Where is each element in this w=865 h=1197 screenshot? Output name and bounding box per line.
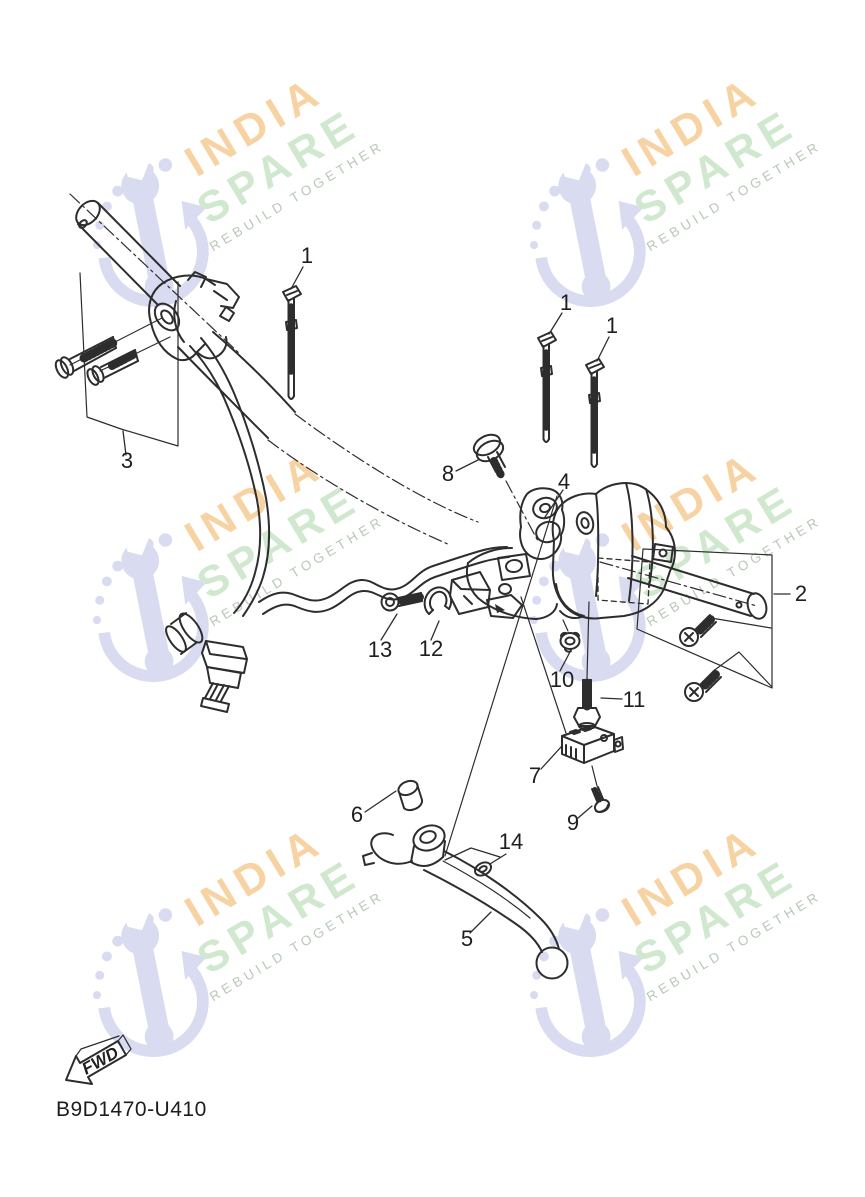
bracket-outline-3 — [79, 272, 179, 447]
callout-2: 2 — [795, 581, 807, 606]
fwd-label: FWD — [79, 1043, 122, 1078]
handlebar-phantom-lines — [267, 413, 479, 546]
washer-12 — [423, 586, 453, 615]
callout-7: 7 — [529, 763, 541, 788]
brake-lever-5 — [362, 824, 569, 980]
screw-9 — [591, 786, 611, 814]
callout-1: 1 — [301, 243, 313, 268]
handle-switch-7 — [561, 725, 624, 787]
bolt-11 — [573, 601, 601, 730]
callout-13: 13 — [368, 637, 392, 662]
housing-screw — [684, 668, 722, 702]
callout-14: 14 — [499, 829, 523, 854]
cable-tie — [585, 358, 605, 468]
cable-tie — [282, 285, 302, 400]
bolt-13 — [380, 592, 424, 612]
pivot-bolt-8 — [472, 433, 540, 544]
wire-connector — [165, 612, 248, 713]
bushing-6 — [397, 779, 424, 812]
assembly-lines — [444, 495, 567, 857]
clamp-screw — [86, 336, 171, 386]
callout-6: 6 — [351, 802, 363, 827]
clamp-screw — [54, 317, 163, 379]
callout-5: 5 — [461, 926, 473, 951]
handlebar-clamp — [148, 271, 296, 439]
callout-9: 9 — [567, 810, 579, 835]
wire-harness — [189, 337, 510, 617]
cable-tie — [537, 331, 557, 443]
callout-1: 1 — [560, 290, 572, 315]
housing-screw — [679, 613, 717, 647]
handlebar-grip-end — [599, 548, 773, 689]
callout-3: 3 — [121, 448, 133, 473]
o-ring-14 — [473, 861, 493, 877]
switch-housing — [519, 482, 676, 620]
fwd-arrow: FWD — [65, 1034, 132, 1085]
callout-4: 4 — [558, 469, 570, 494]
callout-11: 11 — [623, 687, 646, 712]
callout-10: 10 — [550, 667, 574, 692]
handlebar-left-end — [69, 193, 241, 355]
leader-lines — [122, 266, 791, 934]
callout-12: 12 — [419, 636, 443, 661]
callout-1: 1 — [606, 313, 618, 338]
diagram-code: B9D1470-U410 — [56, 1098, 207, 1121]
nut-10 — [559, 619, 581, 653]
callout-8: 8 — [442, 461, 454, 486]
